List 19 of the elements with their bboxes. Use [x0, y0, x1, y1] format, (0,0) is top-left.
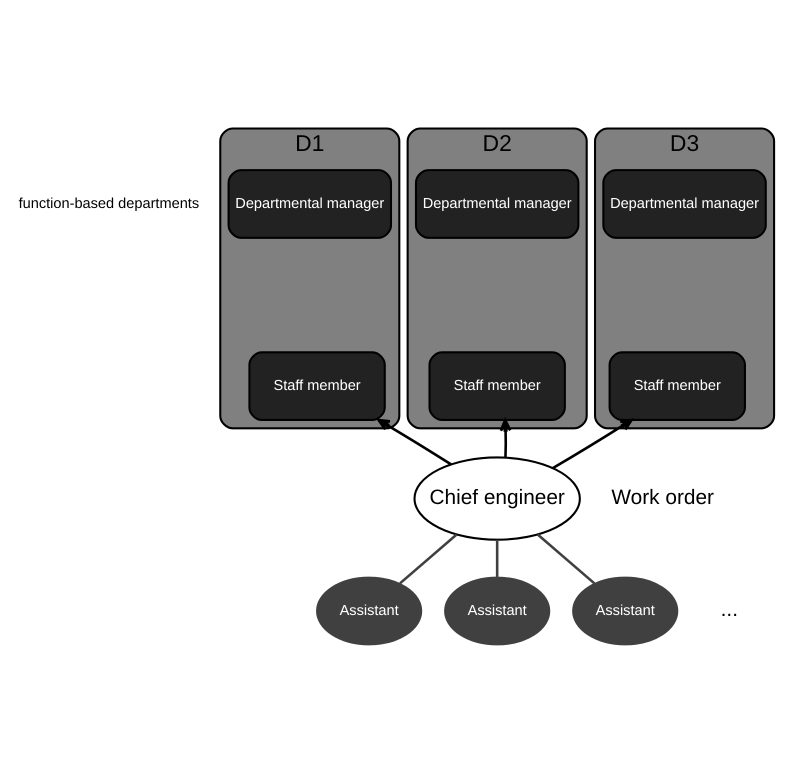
node-ellipse: Assistant [572, 576, 678, 645]
node-ellipse: Assistant [444, 576, 550, 645]
connector [536, 533, 596, 584]
label: Work order [611, 485, 714, 508]
node-box: Staff member [248, 350, 386, 421]
node-ellipse: Assistant [316, 576, 422, 645]
connector [399, 533, 458, 584]
node-box: Departmental manager [414, 168, 580, 238]
node-box: Departmental manager [602, 168, 767, 238]
connector [496, 539, 498, 576]
label: function-based departments [18, 195, 200, 212]
arrow [552, 418, 633, 469]
node-ellipse: Chief engineer [413, 456, 581, 540]
node-box: Staff member [428, 350, 566, 421]
node-box: Departmental manager [228, 168, 392, 238]
arrow [500, 418, 512, 458]
arrow [377, 418, 452, 465]
label: ... [720, 598, 738, 621]
node-box: Staff member [608, 350, 746, 421]
